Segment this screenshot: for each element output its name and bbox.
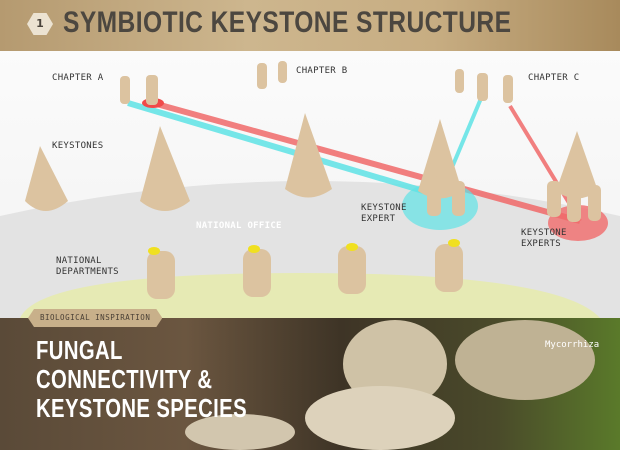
label-keystones: KEYSTONES <box>52 141 104 151</box>
label-chapter-c: CHAPTER C <box>528 73 580 83</box>
heading-line: KEYSTONE SPECIES <box>36 393 247 423</box>
label-line: EXPERTS <box>521 239 562 249</box>
label-chapter-a: CHAPTER A <box>52 73 104 83</box>
cyan-link <box>127 100 441 199</box>
label-national-office: NATIONAL OFFICE <box>196 221 282 231</box>
header-banner: 1 SYMBIOTIC KEYSTONE STRUCTURE <box>0 0 620 51</box>
label-line: DEPARTMENTS <box>56 267 119 277</box>
biological-inspiration-badge: BIOLOGICAL INSPIRATION <box>28 309 162 327</box>
diagram-graphic <box>0 61 620 318</box>
heading-line: FUNGAL <box>36 335 123 365</box>
page-title: SYMBIOTIC KEYSTONE STRUCTURE <box>63 6 512 39</box>
mycorrhiza-photo <box>0 318 620 450</box>
yellow-caps <box>148 239 460 255</box>
mushroom-illustration <box>185 320 595 450</box>
label-line: KEYSTONE <box>361 203 407 213</box>
label-line: KEYSTONE <box>521 228 567 238</box>
label-line: NATIONAL <box>56 256 102 266</box>
label-chapter-b: CHAPTER B <box>296 66 348 76</box>
label-line: EXPERT <box>361 214 396 224</box>
heading-line: CONNECTIVITY & <box>36 364 213 394</box>
photo-caption: Mycorrhiza <box>545 340 600 350</box>
step-number-badge: 1 <box>27 13 53 35</box>
wooden-figures <box>25 61 601 299</box>
red-link <box>152 100 581 224</box>
keystone-diagram: CHAPTER A CHAPTER B CHAPTER C KEYSTONES … <box>0 51 620 318</box>
